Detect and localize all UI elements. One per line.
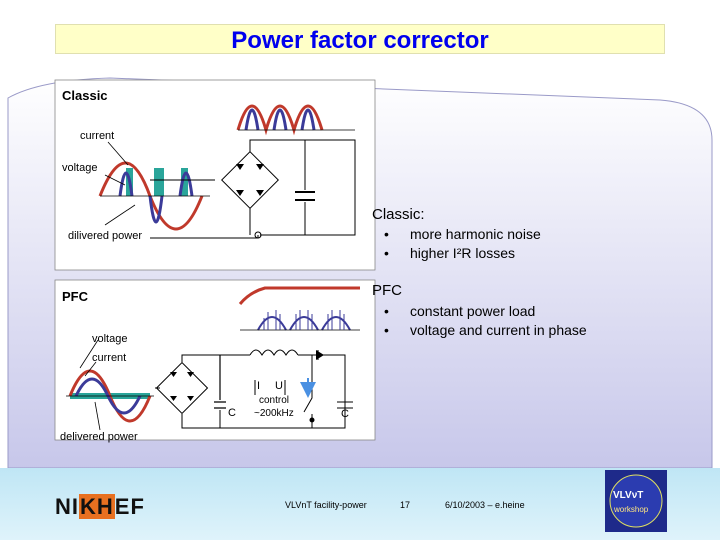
pfc-circuit <box>155 349 353 429</box>
classic-note-item: •more harmonic noise <box>384 226 541 242</box>
classic-note-item: •higher I²R losses <box>384 245 516 261</box>
classic-input-waves <box>98 161 210 231</box>
pfc-i-label: I <box>257 380 261 392</box>
pfc-current-label: current <box>92 352 127 364</box>
badge-subtitle: workshop <box>614 505 649 514</box>
pfc-c1-label: C <box>228 407 236 419</box>
pfc-control-label: control <box>259 395 290 406</box>
pfc-box <box>54 279 376 441</box>
classic-notes-heading: Classic: <box>372 206 425 223</box>
pfc-freq-label: ~200kHz <box>254 408 294 419</box>
pfc-notes-heading: PFC <box>372 282 402 299</box>
classic-voltage-label: voltage <box>62 162 98 174</box>
pfc-pointers <box>79 339 101 431</box>
title-bar: Power factor corrector <box>55 24 665 54</box>
pfc-diodes <box>170 350 324 401</box>
pfc-note-item: •voltage and current in phase <box>384 322 587 338</box>
pfc-delivered-label: delivered power <box>60 431 138 443</box>
nikhef-logo: NIKHEF <box>55 494 145 519</box>
footer-bar <box>0 468 720 540</box>
pfc-c2-label: C <box>341 408 349 420</box>
footer-page-number: 17 <box>400 500 411 510</box>
slide-title: Power factor corrector <box>231 27 489 54</box>
classic-rectified-waves <box>236 104 355 136</box>
pfc-section-label: PFC <box>62 289 88 304</box>
pfc-input-waves <box>66 369 154 423</box>
pfc-note-item: •constant power load <box>384 303 536 319</box>
vlvnt-workshop-badge <box>605 470 667 532</box>
footer-conference: VLVnT facility-power <box>285 500 367 510</box>
classic-section-label: Classic <box>62 88 108 103</box>
classic-pointers <box>104 141 136 226</box>
pfc-voltage-label: voltage <box>92 333 128 345</box>
classic-diodes <box>236 164 264 196</box>
footer-date-author: 6/10/2003 – e.heine <box>445 500 525 510</box>
pfc-chop-marks <box>263 310 345 330</box>
classic-circuit <box>150 139 356 239</box>
classic-current-label: current <box>80 130 115 142</box>
classic-delivered-label: dilivered power <box>68 230 142 242</box>
badge-title: VLVνT <box>613 490 644 501</box>
pfc-u-label: U <box>275 380 283 392</box>
